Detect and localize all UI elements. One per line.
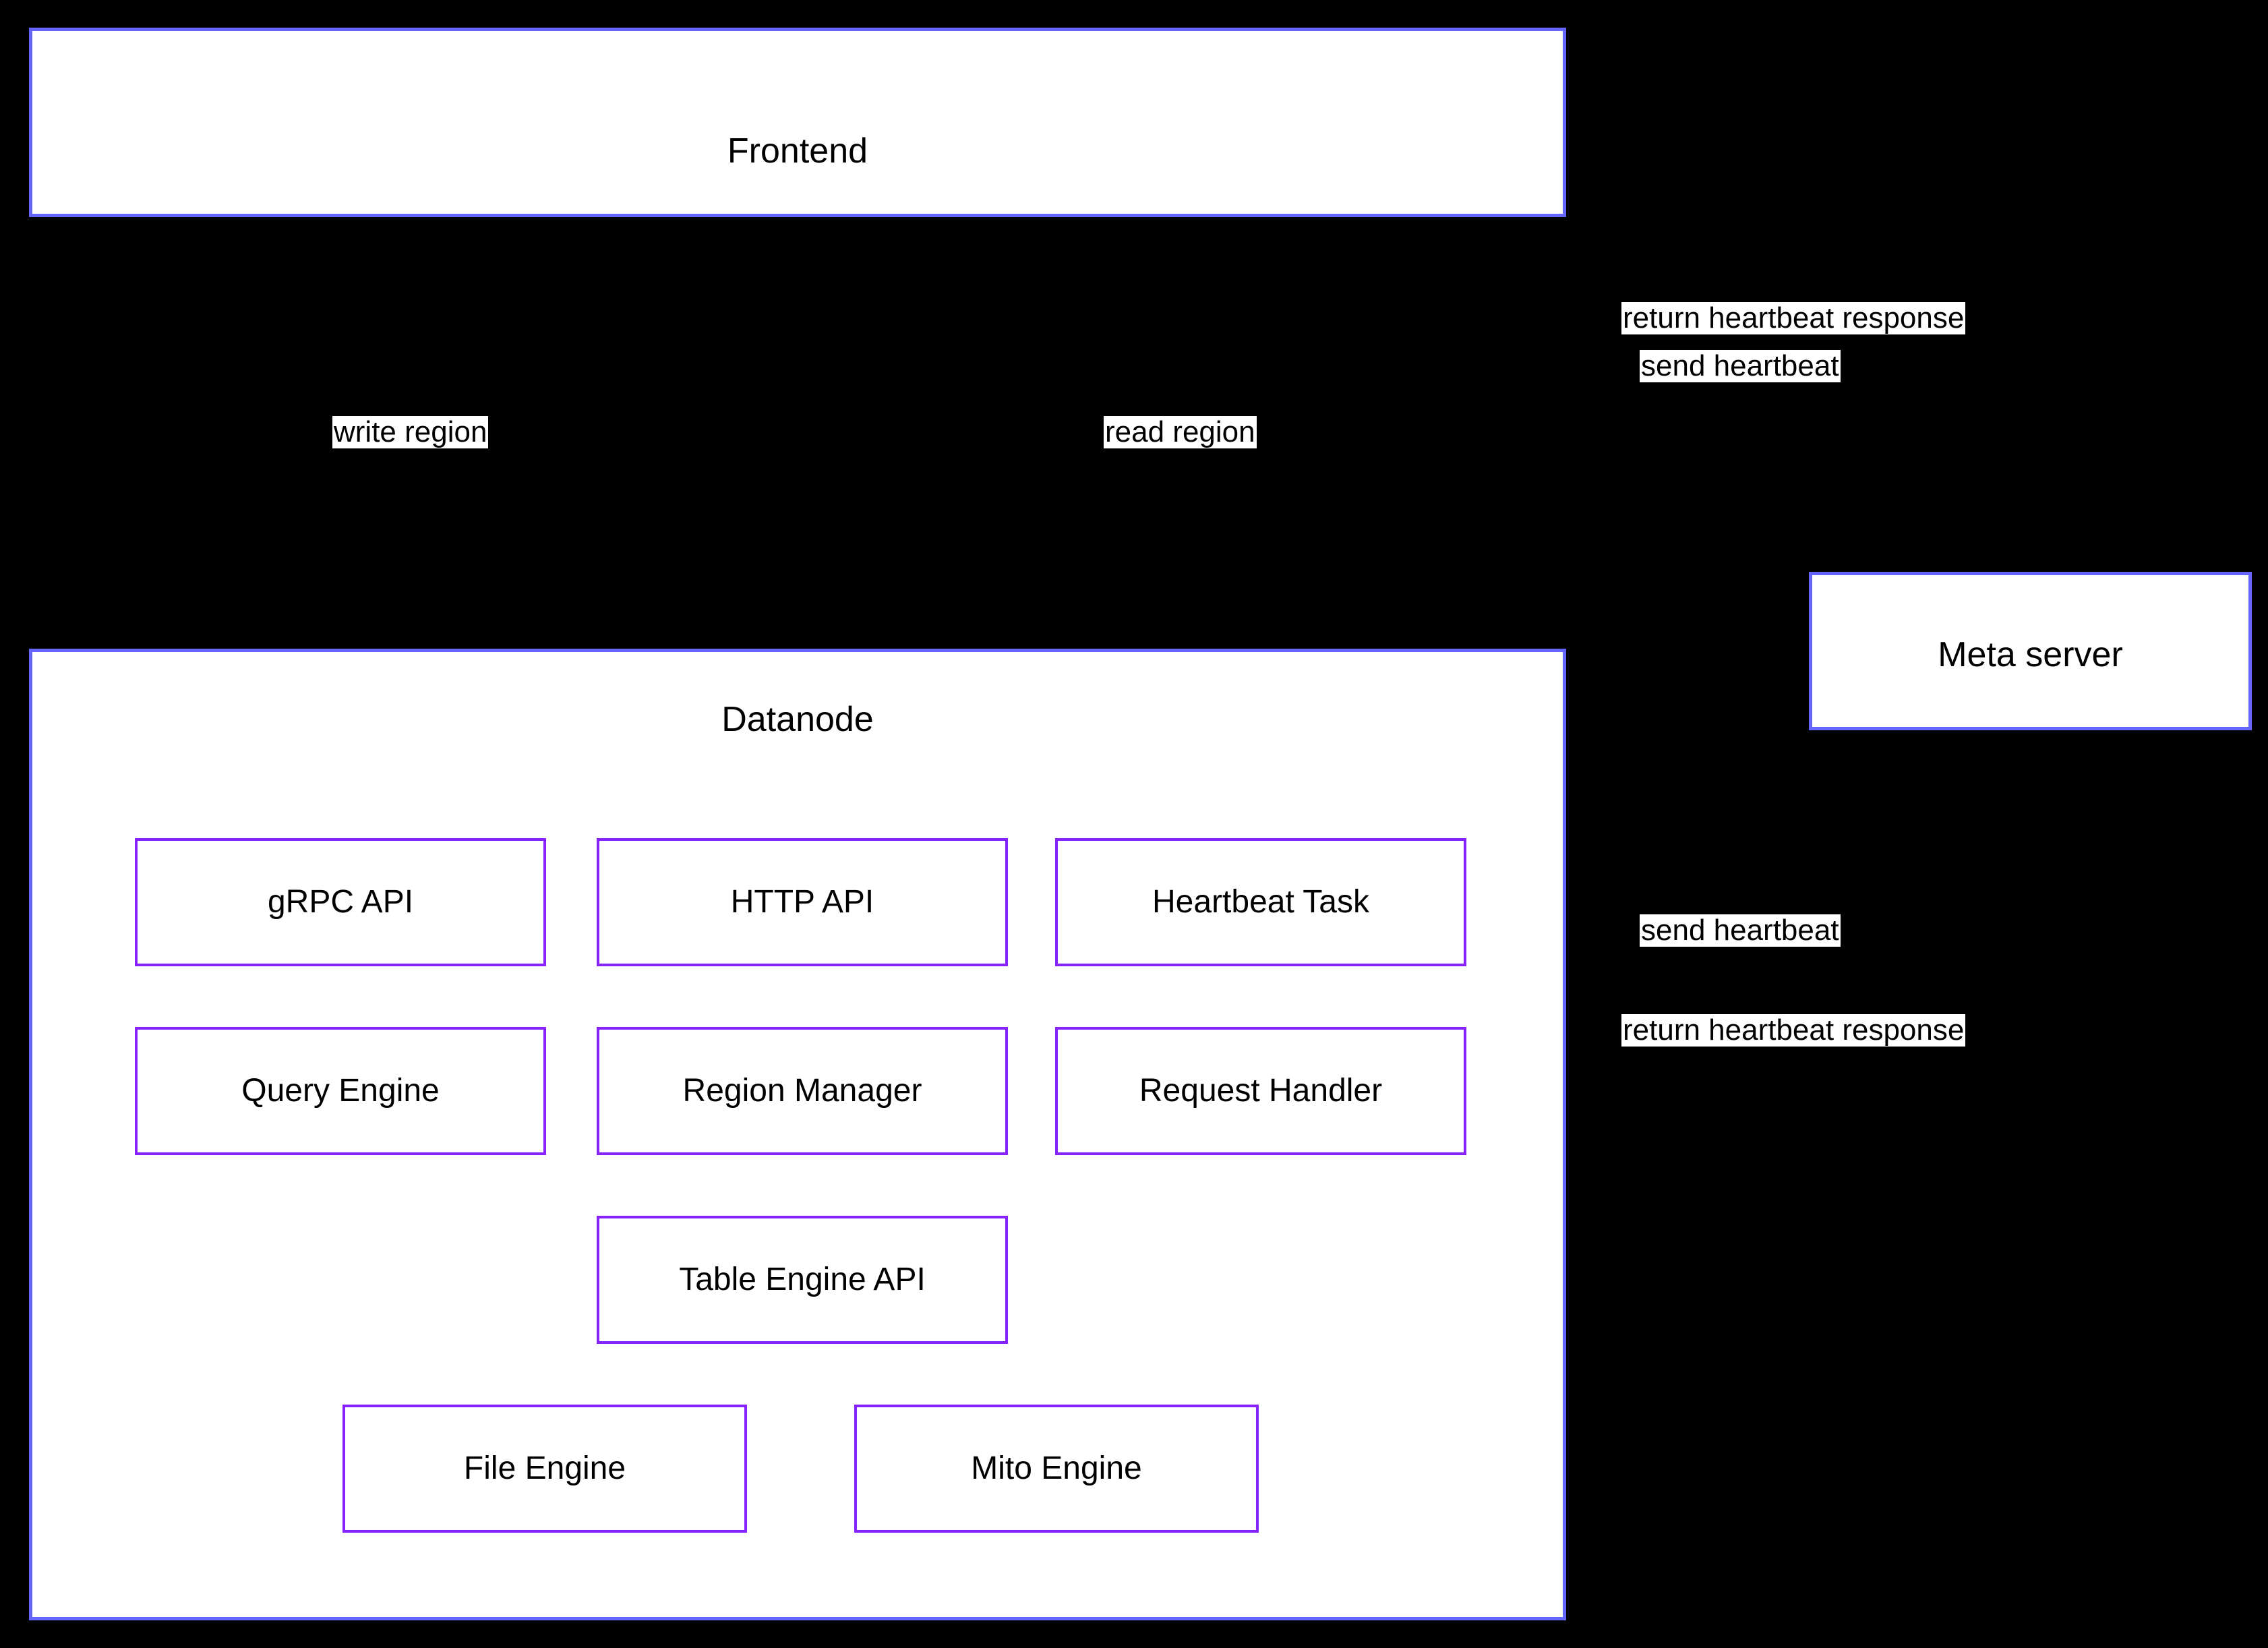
node-datanode-label: Datanode <box>721 700 874 739</box>
node-datanode[interactable]: Datanode gRPC API HTTP API Heartbeat Tas… <box>29 649 1566 1620</box>
node-region-manager-label: Region Manager <box>682 1072 922 1109</box>
node-table-engine-api-label: Table Engine API <box>679 1261 926 1297</box>
node-query-engine[interactable]: Query Engine <box>135 1027 546 1155</box>
node-http-api[interactable]: HTTP API <box>597 838 1008 966</box>
node-region-manager[interactable]: Region Manager <box>597 1027 1008 1155</box>
edge-label-datanode-send-heartbeat: send heartbeat <box>1640 914 1841 947</box>
node-http-api-label: HTTP API <box>730 883 874 920</box>
edge-label-frontend-send-heartbeat: send heartbeat <box>1640 349 1841 383</box>
node-mito-engine[interactable]: Mito Engine <box>854 1405 1259 1533</box>
node-file-engine-label: File Engine <box>463 1450 626 1486</box>
node-file-engine[interactable]: File Engine <box>342 1405 747 1533</box>
node-grpc-api-label: gRPC API <box>267 883 414 920</box>
node-meta-server-label: Meta server <box>1938 635 2123 674</box>
node-heartbeat-task-label: Heartbeat Task <box>1152 883 1369 920</box>
edge-label-write-region: write region <box>332 415 489 449</box>
edge-label-datanode-return-heartbeat-response: return heartbeat response <box>1621 1013 1966 1047</box>
node-heartbeat-task[interactable]: Heartbeat Task <box>1055 838 1466 966</box>
node-frontend[interactable]: Frontend <box>29 28 1566 217</box>
edge-label-read-region: read region <box>1104 415 1257 449</box>
node-query-engine-label: Query Engine <box>241 1072 440 1109</box>
node-table-engine-api[interactable]: Table Engine API <box>597 1216 1008 1344</box>
node-frontend-label: Frontend <box>727 131 868 171</box>
node-grpc-api[interactable]: gRPC API <box>135 838 546 966</box>
node-request-handler[interactable]: Request Handler <box>1055 1027 1466 1155</box>
node-mito-engine-label: Mito Engine <box>971 1450 1142 1486</box>
edge-label-frontend-return-heartbeat-response: return heartbeat response <box>1621 301 1966 335</box>
node-request-handler-label: Request Handler <box>1139 1072 1383 1109</box>
node-meta-server[interactable]: Meta server <box>1809 572 2252 730</box>
